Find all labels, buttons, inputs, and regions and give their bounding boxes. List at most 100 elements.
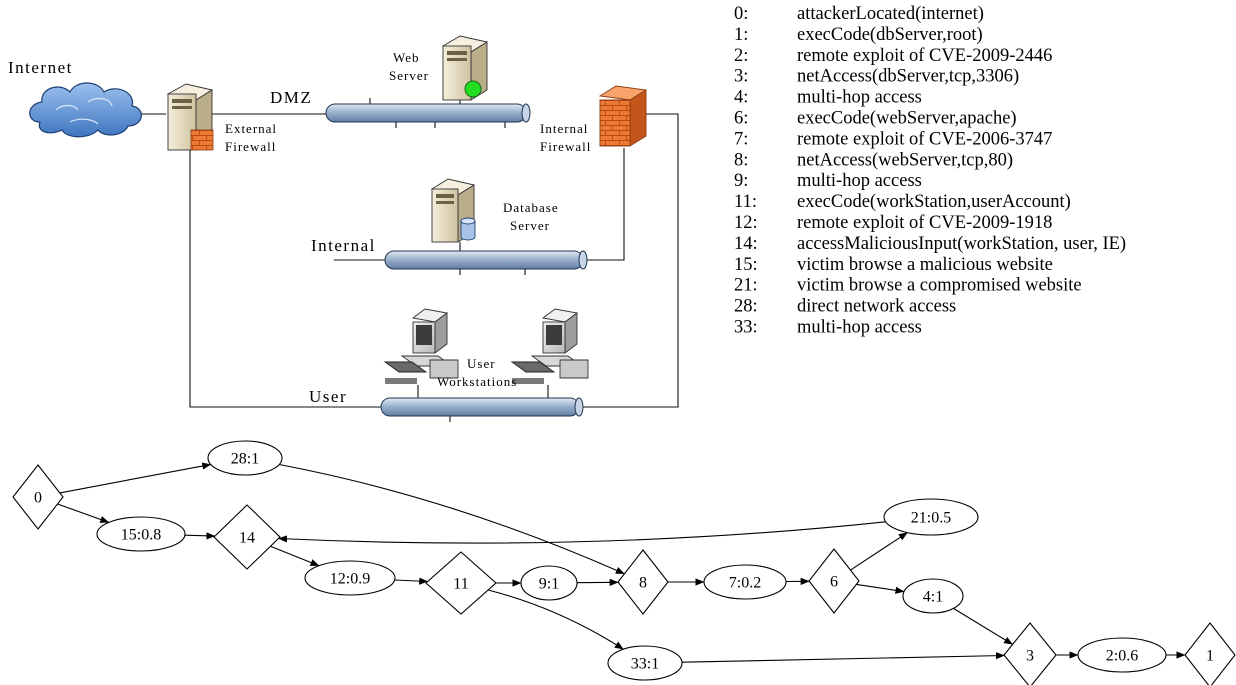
graph-edge — [278, 521, 886, 544]
web-server-label-line1: Web — [393, 50, 420, 65]
legend-row: 7: remote exploit of CVE-2006-3747 — [734, 129, 1052, 149]
graph-node-diamond: 8 — [617, 549, 669, 615]
legend-text: attackerLocated(internet) — [797, 4, 984, 24]
legend-text: multi-hop access — [797, 171, 922, 191]
legend-row: 21: victim browse a compromised website — [734, 276, 1082, 296]
legend-row: 11:execCode(workStation,userAccount) — [734, 192, 1071, 212]
legend-text: remote exploit of CVE-2009-2446 — [797, 46, 1052, 66]
legend-text: execCode(dbServer,root) — [797, 25, 983, 45]
legend-text: remote exploit of CVE-2006-3747 — [797, 129, 1052, 149]
graph-node-label: 9:1 — [539, 576, 559, 593]
internet-cloud-icon — [29, 82, 142, 138]
legend-text: victim browse a compromised website — [797, 276, 1082, 296]
workstations-label-line2: Workstations — [437, 374, 517, 389]
legend-id: 15: — [734, 255, 758, 275]
graph-edge — [270, 545, 320, 567]
legend-id: 4: — [734, 88, 748, 108]
external-firewall-label-line1: External — [225, 121, 277, 136]
graph-node-label: 11 — [453, 576, 468, 593]
graph-node-ellipse: 7:0.2 — [703, 564, 787, 600]
graph-node-ellipse: 2:0.6 — [1077, 637, 1167, 673]
legend-text: execCode(webServer,apache) — [797, 109, 1017, 129]
legend-row: 3:netAccess(dbServer,tcp,3306) — [734, 67, 1019, 87]
graph-node-ellipse: 33:1 — [607, 645, 683, 681]
graph-node-label: 2:0.6 — [1106, 648, 1138, 665]
user-bus — [380, 397, 584, 417]
legend-row: 6: execCode(webServer,apache) — [734, 109, 1017, 129]
legend-id: 2: — [734, 46, 748, 66]
external-firewall-icon — [166, 83, 214, 151]
ellipse-shape — [304, 560, 396, 596]
graph-node-ellipse: 21:0.5 — [883, 498, 979, 536]
graph-node-label: 6 — [830, 574, 838, 591]
legend-row: 1:execCode(dbServer,root) — [734, 25, 983, 45]
ellipse-shape — [1077, 637, 1167, 673]
legend-row: 12:remote exploit of CVE-2009-1918 — [734, 213, 1052, 233]
legend-id: 21: — [734, 276, 758, 296]
diamond-shape — [1184, 622, 1236, 685]
web-server-label-line2: Server — [389, 68, 429, 83]
legend-text: accessMaliciousInput(workStation, user, … — [797, 234, 1126, 254]
graph-node-ellipse: 28:1 — [207, 440, 283, 476]
graph-node-ellipse: 15:0.8 — [96, 516, 186, 552]
dmz-label: DMZ — [270, 88, 312, 107]
legend-text: multi-hop access — [797, 88, 922, 108]
ellipse-shape — [520, 565, 578, 601]
graph-node-label: 28:1 — [231, 451, 259, 468]
legend-row: 4: multi-hop access — [734, 88, 922, 108]
internal-label: Internal — [311, 236, 376, 255]
legend-text: victim browse a malicious website — [797, 255, 1053, 275]
internal-firewall-label-line1: Internal — [540, 121, 588, 136]
legend-text: multi-hop access — [797, 318, 922, 338]
legend-text: direct network access — [797, 297, 956, 317]
graph-node-diamond: 1 — [1184, 622, 1236, 685]
workstation-icon — [510, 308, 589, 384]
graph-edge — [57, 503, 110, 523]
graph-node-label: 7:0.2 — [729, 575, 761, 592]
legend-id: 11: — [734, 192, 757, 212]
legend-text: netAccess(webServer,tcp,80) — [797, 150, 1013, 170]
legend-id: 6: — [734, 109, 748, 129]
database-server-icon — [430, 178, 476, 243]
graph-node-label: 3 — [1026, 648, 1034, 665]
graph-edge — [184, 532, 216, 540]
ellipse-shape — [96, 516, 186, 552]
graph-node-diamond: 6 — [808, 548, 860, 614]
diamond-shape — [213, 504, 281, 570]
workstations-label-line1: User — [467, 356, 496, 371]
graph-edge — [850, 532, 908, 571]
graph-edge — [487, 589, 624, 650]
legend-id: 14: — [734, 234, 758, 254]
graph-node-label: 33:1 — [631, 656, 659, 673]
legend-id: 9: — [734, 171, 748, 191]
legend-id: 0: — [734, 4, 748, 24]
graph-node-label: 1 — [1206, 648, 1214, 665]
graph-node-ellipse: 4:1 — [902, 578, 964, 614]
graph-node-diamond: 14 — [213, 504, 281, 570]
graph-edges — [57, 462, 1186, 663]
ellipse-shape — [883, 498, 979, 536]
legend-id: 33: — [734, 318, 758, 338]
legend-row: 15: victim browse a malicious website — [734, 255, 1053, 275]
graph-node-ellipse: 12:0.9 — [304, 560, 396, 596]
database-server-label-line2: Server — [510, 218, 550, 233]
graph-node-diamond: 11 — [425, 551, 497, 615]
workstation-icon — [383, 308, 459, 384]
graph-node-label: 8 — [639, 575, 647, 592]
graph-edge — [953, 607, 1013, 645]
web-server-icon — [441, 35, 489, 101]
legend-row: 14: accessMaliciousInput(workStation, use… — [734, 234, 1126, 254]
graph-node-label: 12:0.9 — [330, 571, 370, 588]
graph-node-ellipse: 9:1 — [520, 565, 578, 601]
legend-text: netAccess(dbServer,tcp,3306) — [797, 67, 1019, 87]
ellipse-shape — [703, 564, 787, 600]
legend-id: 12: — [734, 213, 758, 233]
database-server-label-line1: Database — [503, 200, 559, 215]
diamond-shape — [1003, 622, 1057, 685]
dmz-bus — [325, 103, 531, 123]
internal-bus — [384, 250, 588, 270]
legend-id: 7: — [734, 129, 748, 149]
internal-firewall-label-line2: Firewall — [540, 139, 591, 154]
